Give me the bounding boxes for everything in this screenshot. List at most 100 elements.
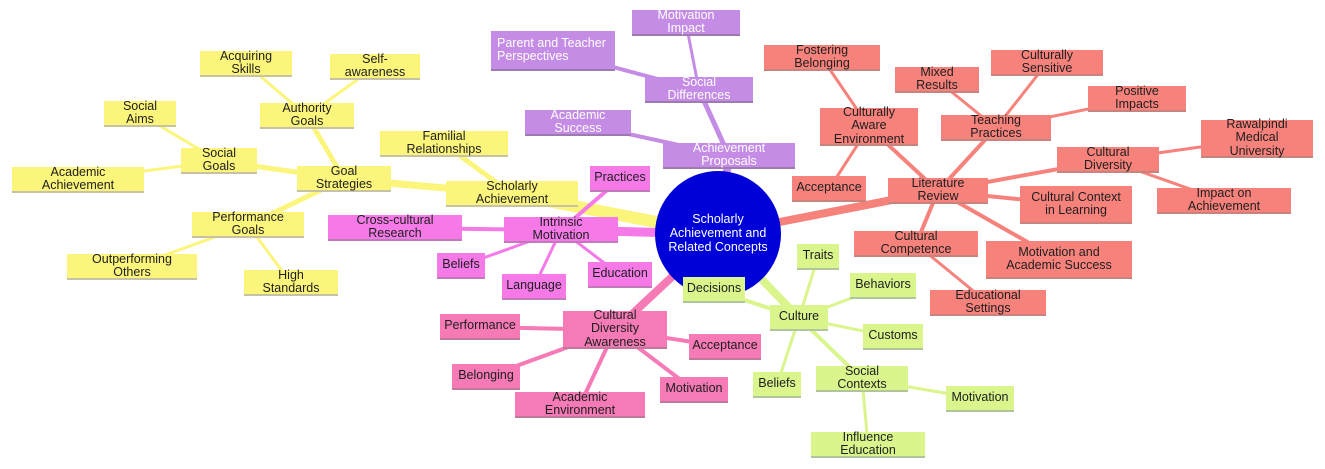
node-label: Cultural Diversity: [1084, 144, 1132, 172]
node-label: Literature Review: [911, 175, 965, 203]
node-academic-environment[interactable]: Academic Environment: [515, 389, 645, 418]
node-label: Language: [506, 278, 562, 293]
node-label: Cross-cultural Research: [356, 212, 434, 240]
node-label: Rawalpindi Medical University: [1226, 117, 1288, 158]
node-label: Performance Goals: [212, 209, 284, 237]
node-label: Motivation: [951, 390, 1009, 405]
node-positive-impacts[interactable]: Positive Impacts: [1088, 83, 1186, 112]
central-node-label: Scholarly Achievement and Related Concep…: [668, 212, 768, 254]
node-label: Customs: [868, 328, 918, 343]
node-customs[interactable]: Customs: [863, 324, 923, 350]
node-academic-success[interactable]: Academic Success: [525, 107, 631, 136]
node-label: Social Aims: [122, 98, 158, 126]
node-label: Motivation Impact: [657, 7, 715, 35]
node-intrinsic-motivation[interactable]: Intrinsic Motivation: [504, 214, 618, 243]
node-label: Beliefs: [442, 257, 480, 272]
node-label: Culturally Sensitive: [1020, 47, 1074, 75]
node-label: Achievement Proposals: [692, 140, 766, 168]
node-label: Social Contexts: [837, 363, 887, 391]
node-label: Practices: [594, 170, 646, 185]
node-motivation-academic-success[interactable]: Motivation and Academic Success: [986, 241, 1132, 279]
node-label: Academic Success: [550, 107, 606, 135]
node-cultural-competence[interactable]: Cultural Competence: [854, 228, 978, 257]
node-social-goals[interactable]: Social Goals: [181, 145, 257, 174]
node-achievement-proposals[interactable]: Achievement Proposals: [663, 140, 795, 169]
node-motivation-social[interactable]: Motivation: [946, 386, 1014, 412]
node-label: Intrinsic Motivation: [532, 214, 590, 242]
node-label: Cultural Diversity Awareness: [584, 308, 646, 349]
node-cross-cultural-research[interactable]: Cross-cultural Research: [328, 212, 462, 241]
node-outperforming-others[interactable]: Outperforming Others: [67, 251, 197, 280]
node-performance[interactable]: Performance: [440, 314, 520, 340]
node-language[interactable]: Language: [502, 274, 566, 300]
node-label: Goal Strategies: [315, 163, 373, 191]
node-label: Positive Impacts: [1115, 83, 1159, 111]
node-culture[interactable]: Culture: [770, 305, 828, 331]
node-fostering-belonging[interactable]: Fostering Belonging: [764, 43, 880, 71]
node-social-aims[interactable]: Social Aims: [104, 98, 176, 127]
node-label: Parent and Teacher Perspectives: [497, 35, 606, 63]
node-authority-goals[interactable]: Authority Goals: [260, 100, 354, 129]
node-label: Acquiring Skills: [219, 48, 273, 76]
node-self-awareness[interactable]: Self-awareness: [330, 51, 420, 80]
node-label: High Standards: [262, 267, 320, 295]
node-motivation-awareness[interactable]: Motivation: [660, 377, 728, 403]
node-traits[interactable]: Traits: [797, 244, 839, 270]
node-culturally-aware-environment[interactable]: Culturally Aware Environment: [820, 106, 918, 146]
node-parent-teacher-perspectives[interactable]: Parent and Teacher Perspectives: [491, 31, 615, 71]
node-decisions[interactable]: Decisions: [683, 277, 745, 303]
node-practices[interactable]: Practices: [590, 166, 650, 192]
node-label: Authority Goals: [282, 100, 332, 128]
node-label: Mixed Results: [916, 64, 958, 92]
node-cultural-diversity-awareness[interactable]: Cultural Diversity Awareness: [563, 308, 667, 349]
node-label: Decisions: [686, 281, 742, 296]
node-goal-strategies[interactable]: Goal Strategies: [297, 163, 391, 192]
node-educational-settings[interactable]: Educational Settings: [930, 287, 1046, 316]
node-high-standards[interactable]: High Standards: [244, 267, 338, 296]
node-label: Belonging: [458, 368, 514, 383]
central-node[interactable]: Scholarly Achievement and Related Concep…: [655, 171, 781, 297]
node-acceptance-literature[interactable]: Acceptance: [792, 176, 866, 202]
node-impact-on-achievement[interactable]: Impact on Achievement: [1157, 185, 1291, 214]
node-beliefs-culture[interactable]: Beliefs: [753, 372, 801, 398]
node-label: Academic Environment: [544, 389, 616, 417]
node-scholarly-achievement[interactable]: Scholarly Achievement: [446, 179, 578, 207]
node-academic-achievement[interactable]: Academic Achievement: [12, 164, 144, 193]
node-cultural-diversity[interactable]: Cultural Diversity: [1057, 144, 1159, 173]
node-label: Cultural Context in Learning: [1031, 189, 1121, 217]
node-familial-relationships[interactable]: Familial Relationships: [380, 128, 508, 157]
node-label: Performance: [444, 318, 516, 333]
node-behaviors[interactable]: Behaviors: [850, 273, 916, 299]
node-performance-goals[interactable]: Performance Goals: [192, 209, 304, 238]
node-cultural-context-in-learning[interactable]: Cultural Context in Learning: [1020, 186, 1132, 224]
node-motivation-impact[interactable]: Motivation Impact: [632, 7, 740, 36]
node-label: Behaviors: [855, 277, 911, 292]
node-social-contexts[interactable]: Social Contexts: [816, 363, 908, 392]
node-label: Teaching Practices: [970, 112, 1022, 140]
node-mixed-results[interactable]: Mixed Results: [895, 64, 979, 93]
node-label: Influence Education: [840, 429, 896, 457]
node-label: Education: [592, 266, 648, 281]
node-acceptance-awareness[interactable]: Acceptance: [689, 334, 761, 360]
node-teaching-practices[interactable]: Teaching Practices: [941, 112, 1051, 141]
node-label: Acceptance: [692, 338, 758, 353]
node-label: Social Goals: [201, 145, 237, 173]
node-literature-review[interactable]: Literature Review: [888, 175, 988, 204]
node-education[interactable]: Education: [588, 262, 652, 288]
node-influence-education[interactable]: Influence Education: [811, 429, 925, 458]
node-label: Impact on Achievement: [1187, 185, 1261, 213]
node-label: Motivation and Academic Success: [1006, 244, 1112, 272]
node-label: Cultural Competence: [880, 228, 952, 256]
node-social-differences[interactable]: Social Differences: [645, 75, 753, 103]
node-label: Academic Achievement: [41, 164, 115, 192]
node-belonging[interactable]: Belonging: [452, 364, 520, 390]
node-beliefs-intrinsic[interactable]: Beliefs: [437, 253, 485, 279]
node-rawalpindi-medical-university[interactable]: Rawalpindi Medical University: [1201, 117, 1313, 158]
node-acquiring-skills[interactable]: Acquiring Skills: [200, 48, 292, 77]
node-label: Educational Settings: [955, 287, 1021, 315]
node-label: Familial Relationships: [406, 128, 482, 156]
node-label: Outperforming Others: [92, 251, 172, 279]
node-culturally-sensitive[interactable]: Culturally Sensitive: [991, 47, 1103, 76]
node-label: Self-awareness: [344, 51, 406, 79]
